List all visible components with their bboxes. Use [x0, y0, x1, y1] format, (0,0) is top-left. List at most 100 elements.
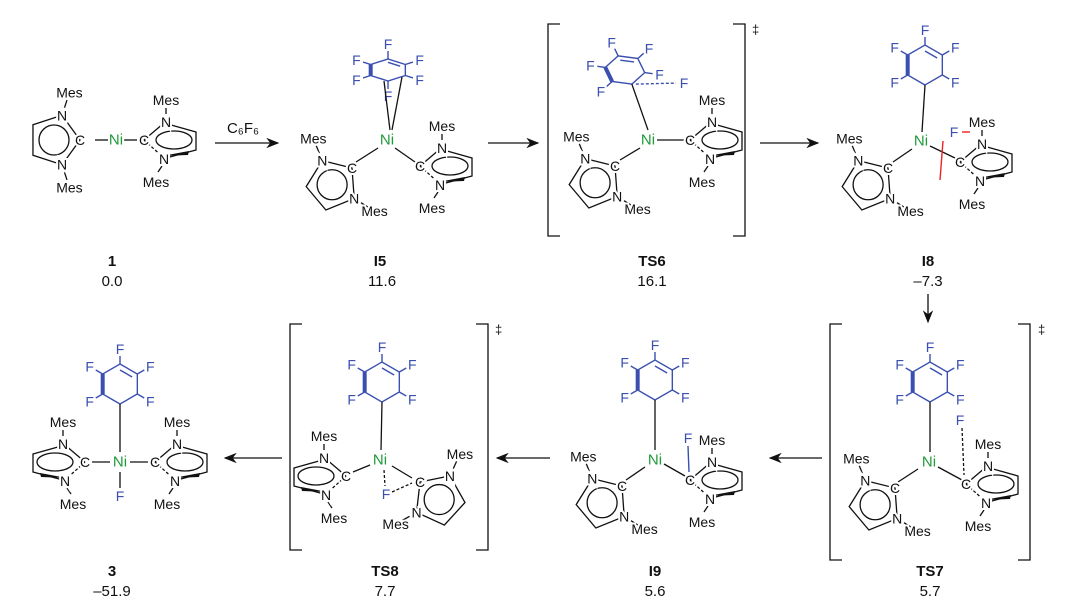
atom-f: F [116, 488, 125, 504]
atom-n: N [159, 151, 169, 167]
bond [921, 84, 926, 133]
atom-n: N [885, 190, 895, 206]
bond [64, 444, 86, 463]
atom-mes: Mes [361, 203, 387, 219]
atom-n: N [705, 151, 715, 167]
bond [631, 83, 649, 131]
atom-n: N [349, 190, 359, 206]
bond [380, 401, 383, 451]
n-mes-bond [315, 145, 320, 154]
atom-mes: Mes [56, 84, 82, 100]
c-f-bond [946, 391, 955, 397]
atom-n: N [977, 136, 987, 152]
c-f-bond [405, 74, 414, 79]
reagent-label: C₆F₆ [227, 120, 259, 137]
n-mes-bond [66, 487, 72, 495]
c-f-bond [671, 365, 680, 371]
imidazolylidene-ring [841, 159, 891, 211]
atom-c: C [415, 474, 425, 490]
n-mes-bond [63, 99, 68, 108]
aromatic-ellipse [431, 156, 469, 176]
imidazolylidene-ring [848, 479, 898, 531]
double-bond-line [654, 365, 668, 374]
atom-f: F [415, 52, 424, 68]
c-f-bond [398, 367, 407, 373]
c-f-bond [357, 391, 366, 397]
atom-mes: Mes [447, 446, 473, 462]
atom-f: F [890, 40, 899, 56]
atom-ni: Ni [373, 452, 387, 469]
atom-f: F [951, 40, 960, 56]
wedge-bond [708, 491, 735, 496]
wedge-bond [325, 475, 347, 495]
atom-c: C [617, 478, 627, 494]
atom-mes: Mes [154, 496, 180, 512]
atom-ni: Ni [380, 132, 394, 149]
atom-n: N [319, 450, 329, 466]
atom-ni: Ni [109, 132, 123, 149]
compound-label: TS7 [916, 563, 944, 580]
atom-ni: Ni [922, 454, 936, 471]
wedge-bond [301, 487, 328, 492]
ts6-double-dagger: ‡ [752, 22, 759, 37]
atom-mes: Mes [689, 174, 715, 190]
atom-c: C [75, 132, 85, 148]
wedge-bond [978, 173, 1005, 178]
bond [391, 465, 413, 479]
atom-f: F [951, 75, 960, 91]
bond [391, 76, 403, 131]
atom-n: N [445, 468, 455, 484]
c-f-bond [136, 369, 145, 375]
ts7-bracket-right [1018, 323, 1031, 561]
double-bond-line [119, 369, 133, 378]
atom-c: C [610, 158, 620, 174]
atom-n: N [612, 188, 622, 204]
compound-energy: 11.6 [368, 273, 396, 290]
imidazolylidene-ring [575, 477, 625, 529]
atom-f: F [645, 41, 654, 57]
atom-n: N [707, 454, 717, 470]
atom-n: N [411, 504, 421, 520]
atom-f: F [597, 83, 606, 99]
ts8-bracket-left [289, 323, 302, 551]
aromatic-circle [586, 487, 618, 519]
atom-f: F [680, 75, 689, 91]
atom-mes: Mes [50, 414, 76, 430]
atom-ni: Ni [641, 132, 655, 149]
bond [892, 148, 913, 163]
atom-f: F [895, 392, 904, 408]
compound-label: 1 [108, 253, 116, 270]
ts7-double-dagger: ‡ [1038, 322, 1045, 337]
atom-f: F [681, 355, 690, 371]
aromatic-circle [859, 489, 891, 521]
atom-c: C [890, 480, 900, 496]
c-f-bond [391, 482, 413, 493]
c-f-bond [905, 367, 914, 373]
c-f-bond [941, 50, 950, 56]
compound-energy: –7.3 [913, 273, 942, 290]
atom-n: N [57, 157, 67, 173]
bond [897, 468, 919, 483]
wedge-bond [438, 177, 465, 182]
atom-mes: Mes [959, 196, 985, 212]
atom-mes: Mes [419, 200, 445, 216]
atom-mes: Mes [382, 516, 408, 532]
aromatic-ellipse [297, 466, 335, 486]
compound-label: I5 [374, 253, 387, 270]
aromatic-ellipse [166, 452, 204, 472]
bond [625, 466, 646, 481]
n-mes-bond [63, 172, 68, 181]
wedge-bond [143, 139, 165, 159]
ts6-bracket-left [547, 23, 560, 237]
bond [663, 463, 686, 477]
atom-c: C [685, 472, 695, 488]
atom-n: N [705, 491, 715, 507]
c-f-bond [630, 389, 639, 395]
atom-f: F [895, 357, 904, 373]
atom-f: F [681, 390, 690, 406]
c-f-bond [900, 74, 909, 80]
atom-n: N [435, 177, 445, 193]
